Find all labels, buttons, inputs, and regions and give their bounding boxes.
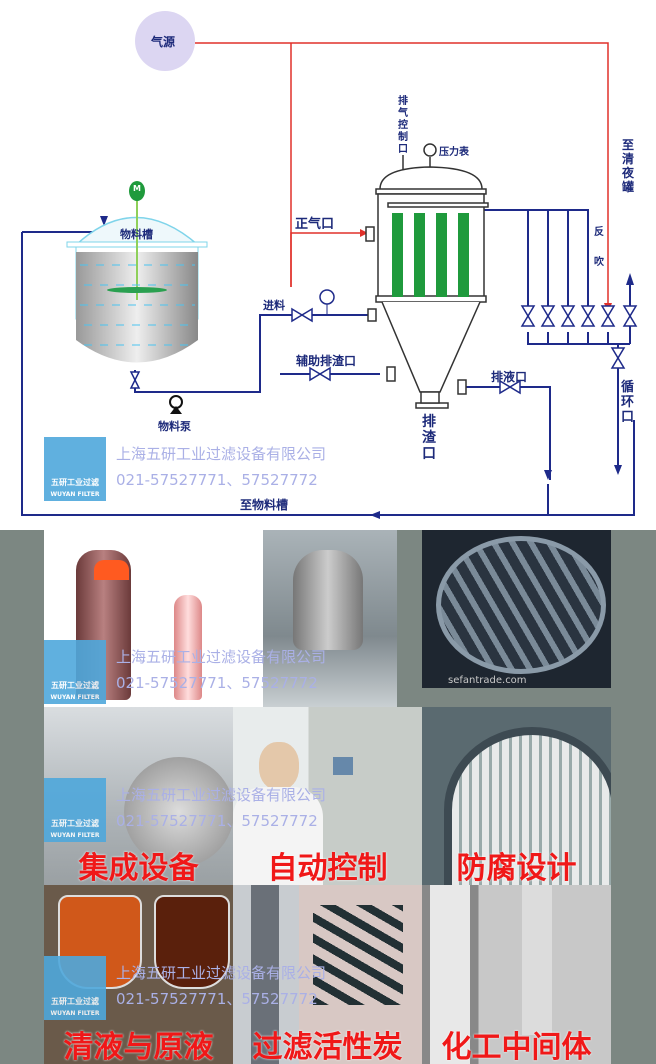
caption-integrated-equipment: 集成设备 bbox=[78, 851, 199, 885]
flow-arrow-icon bbox=[100, 216, 108, 226]
aux-slag-outlet-label: 辅助排渣口 bbox=[296, 354, 357, 368]
backflush-label: 反吹 bbox=[594, 227, 604, 268]
slag-outlet-label: 排渣口 bbox=[422, 414, 436, 462]
caption-anticorrosion: 防腐设计 bbox=[456, 851, 577, 885]
liquid-outlet-label: 排液口 bbox=[491, 370, 528, 384]
motor-label: M bbox=[133, 184, 141, 193]
caption-automatic-control: 自动控制 bbox=[267, 851, 388, 885]
gas-source-node bbox=[135, 11, 195, 71]
photo-activated-carbon: 过滤活性炭 bbox=[233, 885, 422, 1064]
caption-activated-carbon: 过滤活性炭 bbox=[252, 1030, 403, 1064]
process-flow-diagram: 气源 物料槽 M 物料泵 进料 正气口 排气控制口 压力表 至清夜罐 反吹 辅助… bbox=[0, 0, 656, 530]
to-clear-tank-label: 至清夜罐 bbox=[622, 138, 635, 194]
photo-anticorrosion: 防腐设计 bbox=[422, 707, 611, 885]
site-watermark: sefantrade.com bbox=[448, 675, 527, 686]
feed-gauge-icon bbox=[319, 289, 335, 305]
motor-icon bbox=[129, 181, 145, 201]
photo-automatic-control: 自动控制 bbox=[233, 707, 422, 885]
pressure-gauge-label: 压力表 bbox=[439, 147, 469, 158]
feed-label: 进料 bbox=[263, 299, 285, 312]
diagram-drawing bbox=[21, 11, 638, 519]
to-material-tank-label: 至物料槽 bbox=[240, 498, 289, 512]
photo-chemical-intermediate: 化工中间体 bbox=[422, 885, 611, 1064]
flow-arrow-icon bbox=[614, 465, 622, 475]
filter-vessel bbox=[365, 143, 489, 409]
material-tank bbox=[66, 181, 208, 363]
air-arrow-icon bbox=[360, 229, 368, 237]
material-tank-label: 物料槽 bbox=[120, 228, 153, 241]
positive-air-inlet-label: 正气口 bbox=[295, 217, 335, 232]
photo-plant-vessel bbox=[263, 530, 397, 707]
flow-arrow-icon bbox=[626, 273, 634, 285]
photo-integrated-equipment: 集成设备 bbox=[44, 707, 233, 885]
photo-filter-cutaway bbox=[44, 530, 263, 707]
valves bbox=[129, 305, 638, 395]
caption-chemical-intermediate: 化工中间体 bbox=[441, 1030, 592, 1064]
photo-tube-sheet: sefantrade.com bbox=[422, 530, 611, 688]
photo-clear-vs-raw: 清液与原液 bbox=[44, 885, 233, 1064]
flow-arrow-icon bbox=[370, 511, 380, 519]
air-lines bbox=[195, 42, 609, 310]
caption-clear-vs-raw: 清液与原液 bbox=[63, 1030, 214, 1064]
pump-label: 物料泵 bbox=[158, 420, 191, 433]
gas-source-label: 气源 bbox=[151, 35, 176, 49]
filter-tubes bbox=[392, 213, 469, 297]
circulation-outlet-label: 循环口 bbox=[621, 380, 635, 425]
exhaust-control-label: 排气控制口 bbox=[398, 96, 408, 155]
flow-arrow-icon bbox=[544, 470, 552, 480]
